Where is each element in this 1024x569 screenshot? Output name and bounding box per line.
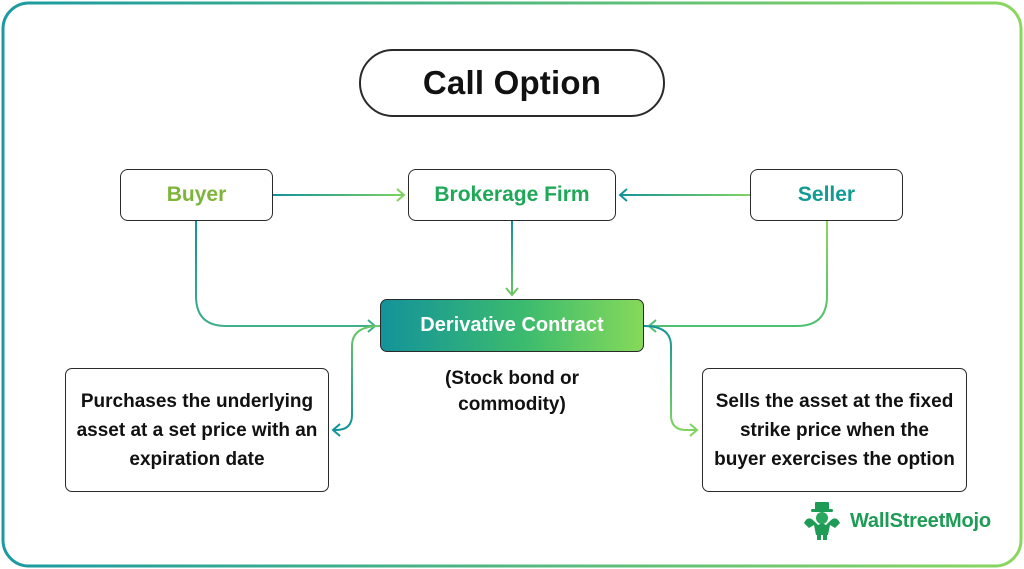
contract-to-seller-desc-arrow [643, 325, 699, 437]
seller-label: Seller [797, 183, 856, 206]
buyer-label: Buyer [166, 183, 227, 206]
broker-to-contract-arrow [505, 221, 519, 297]
diagram-title: Call Option [359, 49, 665, 117]
wallstreetmojo-mascot-icon [804, 502, 840, 540]
buyer-node: Buyer [120, 169, 273, 221]
buyer-to-broker-arrow [273, 188, 406, 202]
seller-to-contract-arrow [647, 221, 828, 333]
seller-node: Seller [750, 169, 903, 221]
buyer-description: Purchases the underlying asset at a set … [65, 368, 329, 492]
seller-description: Sells the asset at the fixed strike pric… [702, 368, 967, 492]
logo-text: WallStreetMojo [850, 509, 991, 532]
brokerage-firm-node: Brokerage Firm [408, 169, 616, 221]
contract-note: (Stock bond or commodity) [444, 368, 580, 415]
derivative-contract-node: Derivative Contract [380, 299, 644, 352]
derivative-contract-label: Derivative Contract [420, 314, 604, 336]
buyer-description-text: Purchases the underlying asset at a set … [76, 390, 318, 470]
buyer-to-contract-arrow [195, 221, 377, 333]
brokerage-firm-label: Brokerage Firm [434, 183, 590, 206]
wallstreetmojo-logo: WallStreetMojo [800, 501, 991, 541]
seller-description-text: Sells the asset at the fixed strike pric… [714, 390, 955, 470]
contract-to-buyer-desc-arrow [331, 325, 381, 437]
seller-to-broker-arrow [618, 188, 750, 202]
